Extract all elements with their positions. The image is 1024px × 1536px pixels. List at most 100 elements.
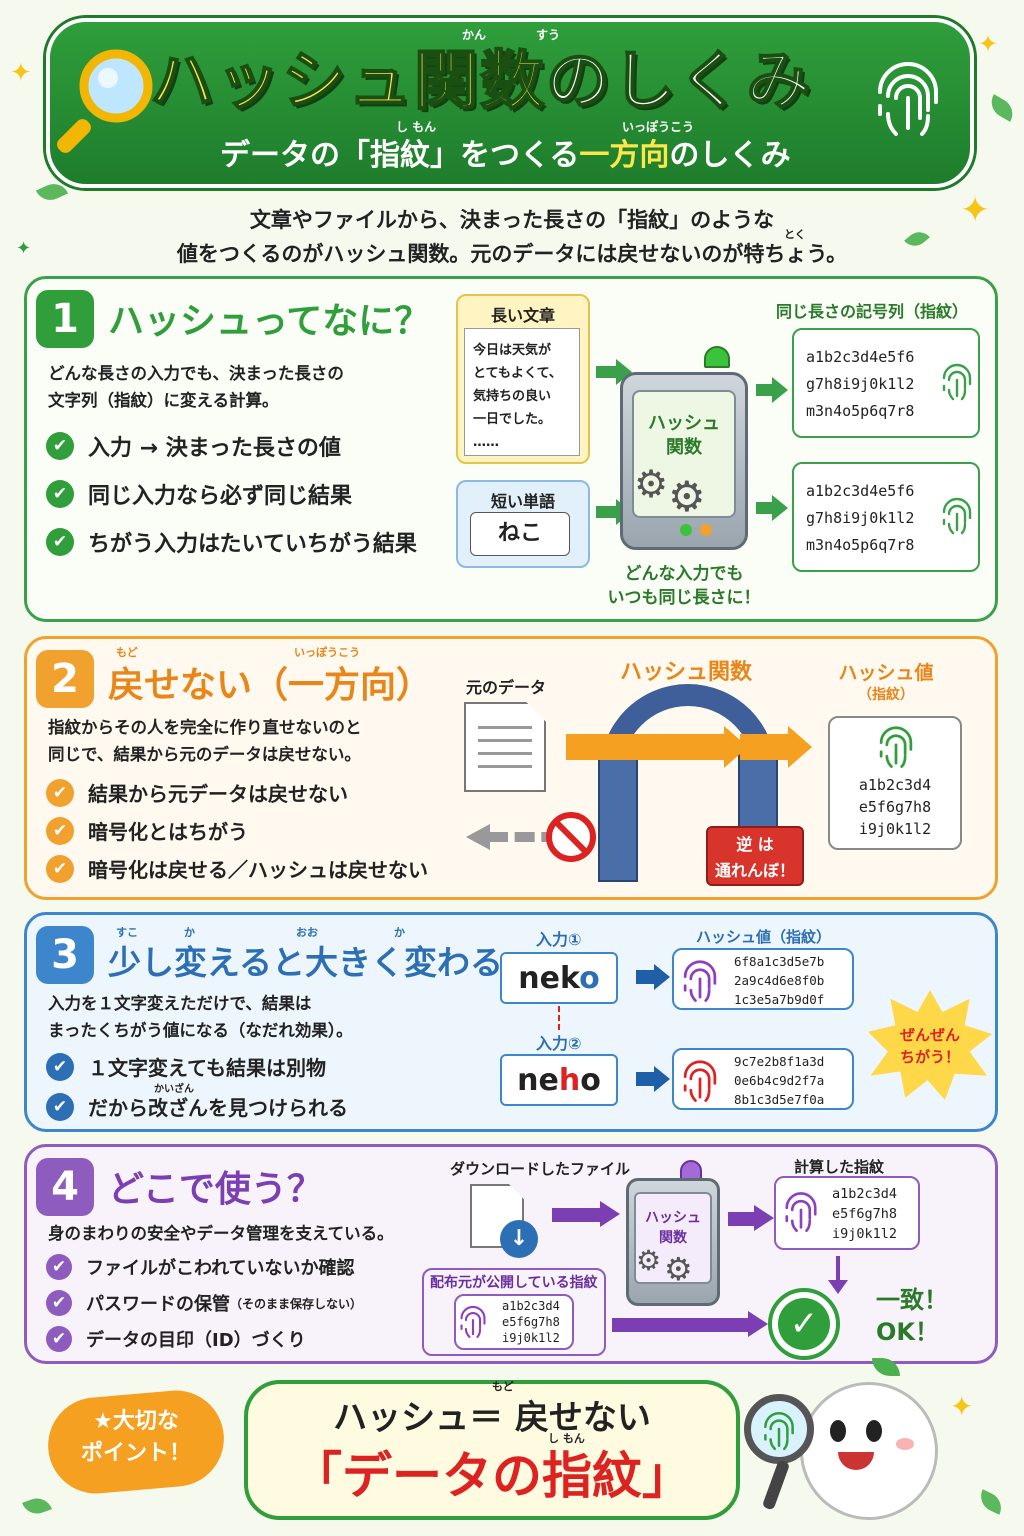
mascot-leaf-icon	[872, 1358, 900, 1376]
section-number: 4	[36, 1158, 94, 1216]
point-box	[244, 1380, 740, 1520]
arrow-left-icon	[466, 824, 490, 850]
fingerprint-icon	[940, 360, 974, 406]
machine-screen	[634, 1192, 712, 1284]
check-icon: ✔	[46, 1052, 74, 1081]
check-icon: ✔	[46, 480, 74, 508]
arrow-down-icon	[836, 1256, 840, 1282]
machine-button-green	[680, 524, 692, 536]
check-item: ✔ちがう入力はたいていちがう結果	[46, 526, 417, 558]
arrow-head	[788, 726, 812, 768]
fingerprint-icon	[868, 52, 948, 146]
arrow-right-icon	[728, 1212, 756, 1226]
intro-line-1: 文章やファイルから、決まった長さの「指紋」のような	[249, 208, 775, 232]
section-desc: どんな長さの入力でも、決まった長さの文字列（指紋）に変える計算。	[48, 364, 344, 410]
sparkle-icon: ✦	[978, 30, 999, 58]
sparkle-icon: ✦	[10, 58, 32, 88]
point-badge-text: ★大切なポイント！	[80, 1409, 191, 1466]
input-2-label: 入力②	[536, 1034, 582, 1053]
dashed-connector	[558, 1006, 560, 1030]
leaf-icon	[975, 1489, 1007, 1515]
check-item: ✔パスワードの保管（そのまま保存しない）	[46, 1290, 362, 1316]
leaf-icon	[35, 178, 69, 206]
mascot-cheek	[896, 1438, 914, 1450]
heading-ruby: もど	[116, 646, 138, 659]
short-word-label: 短い単語	[490, 492, 555, 511]
gear-icon: ⚙	[634, 462, 669, 506]
point-line-1: ハッシュ＝ 戻せない	[333, 1398, 651, 1438]
fingerprint-icon	[876, 722, 916, 774]
hash-output-card	[792, 328, 980, 438]
fingerprint-icon	[680, 1056, 720, 1108]
check-icon: ✔	[46, 778, 74, 807]
magnifier-handle	[761, 1459, 791, 1511]
arrow-right-icon	[756, 384, 774, 396]
fingerprint-icon	[680, 956, 720, 1008]
section-desc: 指紋からその人を完全に作り直せないのと同じで、結果から元のデータは戻せない。	[48, 718, 362, 764]
pub-hash-card	[422, 1268, 606, 1356]
calc-label: 計算した指紋	[794, 1158, 885, 1176]
check-icon: ✔	[46, 1326, 72, 1352]
check-item: ✔暗号化は戻せる／ハッシュは戻せない	[46, 854, 428, 883]
header-banner	[46, 18, 974, 188]
page-title: ハッシュ関数のしくみ	[149, 44, 813, 120]
arrow-right-icon	[596, 366, 618, 378]
sparkle-icon: ✦	[950, 1390, 974, 1423]
arrow-right-icon	[636, 970, 656, 984]
hash-output-label: ハッシュ値（指紋）	[696, 928, 832, 946]
section-number: 2	[36, 650, 94, 708]
arrow-head	[654, 1066, 670, 1092]
arrow-right-icon	[596, 506, 618, 518]
machine-lamp	[680, 1160, 702, 1180]
check-icon: ✔	[46, 854, 74, 883]
sparkle-icon: ✦	[16, 238, 32, 259]
point-line-2: 「データの指紋」	[292, 1447, 692, 1505]
check-icon: ✔	[46, 816, 74, 845]
check-icon: ✔	[46, 528, 74, 556]
check-item: ✔１文字変えても結果は別物	[46, 1052, 326, 1081]
section-heading: 少し変えると大きく変わる	[108, 943, 504, 982]
reverse-arrow	[488, 832, 588, 842]
hash-value-card	[828, 716, 962, 850]
fingerprint-icon	[760, 1408, 798, 1456]
s1-caption: どんな入力でもいつも同じ長さに！	[607, 564, 761, 608]
check-item: ✔同じ入力なら必ず同じ結果	[46, 478, 352, 510]
section-heading: どこで使う？	[108, 1169, 323, 1210]
page-subtitle: データの「指紋」をつくる一方向のしくみ	[220, 138, 791, 173]
arrow-right-icon	[636, 1072, 656, 1086]
check-icon: ✔	[46, 432, 74, 460]
machine-button-orange	[700, 524, 712, 536]
intro-line-2: 値をつくるのがハッシュ関数。元のデータには戻せないのが特ちょう。	[176, 242, 848, 266]
match-check-icon: ✓	[768, 1288, 840, 1360]
arrow-head	[654, 964, 670, 990]
magnifier-icon	[54, 40, 174, 160]
leaf-icon	[985, 94, 1019, 122]
title-ruby: かん	[462, 28, 487, 42]
fingerprint-icon	[458, 1302, 488, 1344]
mascot-eye	[830, 1420, 846, 1442]
section-number: 3	[36, 926, 94, 984]
arrow-head	[754, 1205, 774, 1231]
document-icon	[464, 702, 546, 792]
arrow-right-icon	[740, 734, 790, 760]
hash-output-card	[792, 462, 980, 572]
block-sign: 逆 は通れんぼ！	[706, 826, 804, 886]
heading-ruby: いっぽうこう	[294, 646, 360, 659]
gear-icon: ⚙	[664, 1250, 693, 1288]
arrow-head	[828, 1280, 848, 1294]
section-number: 1	[36, 290, 94, 348]
hash-value-label: ハッシュ値（指紋）	[838, 662, 934, 703]
pub-label: 配布元が公開している指紋	[430, 1275, 598, 1291]
heading-ruby: すこ	[116, 926, 138, 939]
machine-screen	[632, 390, 736, 518]
match-text: 一致！OK！	[876, 1286, 948, 1346]
star-icon: ★	[93, 1409, 113, 1434]
check-icon: ✔	[46, 1290, 72, 1316]
arrow-head	[772, 495, 788, 521]
machine-label: ハッシュ関数	[645, 1210, 701, 1246]
